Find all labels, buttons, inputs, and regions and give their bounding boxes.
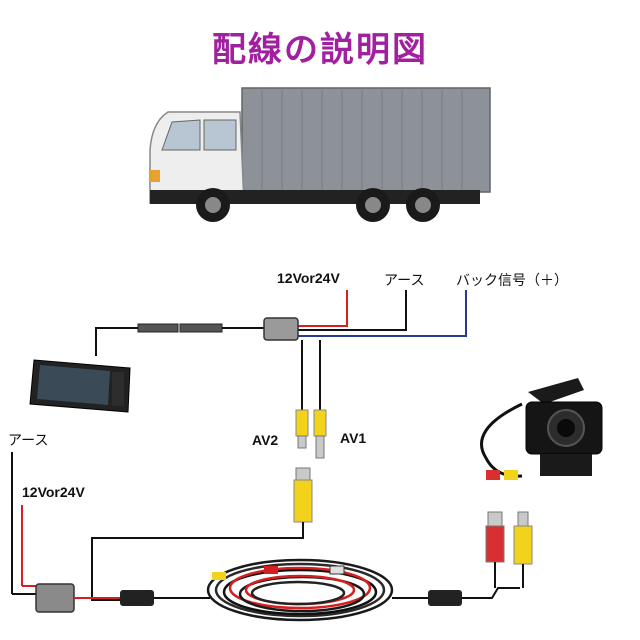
inline-connector xyxy=(179,323,223,333)
truck-icon xyxy=(149,87,491,222)
av1-rca-plug xyxy=(313,409,327,459)
monitor-icon xyxy=(29,359,131,413)
extension-cable-icon xyxy=(206,558,394,622)
extension-connector-left xyxy=(120,590,154,606)
label-power-left: 12Vor24V xyxy=(22,484,85,500)
label-ground-top: アース xyxy=(384,272,425,288)
inline-connector xyxy=(137,323,179,333)
label-reverse-signal: バック信号（＋） xyxy=(456,272,568,288)
ground-wire-top xyxy=(296,290,407,331)
power-wires xyxy=(95,290,467,356)
reverse-signal-wire xyxy=(296,290,467,337)
label-av2: AV2 xyxy=(252,432,279,448)
camera-power-plug xyxy=(485,511,505,563)
label-av1: AV1 xyxy=(340,430,367,446)
label-ground-left: アース xyxy=(8,432,49,448)
camera-video-plug xyxy=(513,511,533,565)
av-input-connector xyxy=(293,467,313,523)
reel-rca-yellow xyxy=(212,572,226,580)
label-power-top: 12Vor24V xyxy=(277,270,340,286)
backup-camera-icon xyxy=(480,378,603,480)
power-box xyxy=(35,583,75,613)
extension-connector-right xyxy=(428,590,462,606)
diagram-title: 配線の説明図 xyxy=(212,30,428,70)
junction-box xyxy=(263,317,299,341)
power-wire-red xyxy=(296,290,348,327)
reel-rca-red xyxy=(264,566,278,574)
reel-tag xyxy=(329,565,345,575)
av2-rca-plug xyxy=(295,409,309,449)
